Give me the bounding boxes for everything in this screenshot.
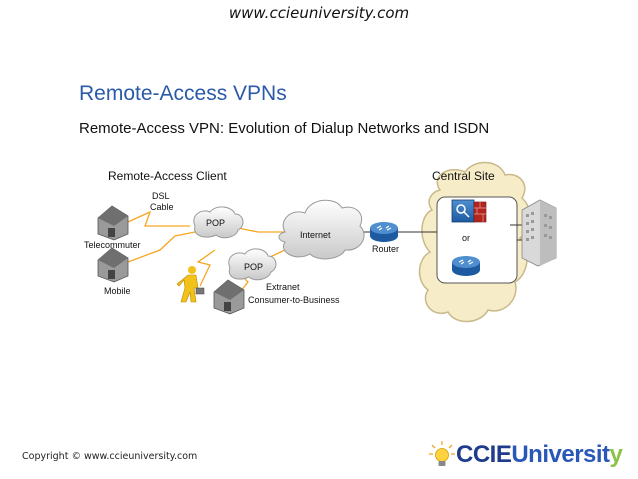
extranet-house-icon: [213, 279, 245, 315]
link-telecommuter-pop: [127, 210, 190, 227]
header-url: www.ccieuniversity.com: [228, 4, 410, 22]
link-mobile-pop: [127, 231, 196, 263]
logo-text-ccie: CCIE: [456, 441, 512, 468]
logo-text-y: y: [609, 441, 623, 468]
lightbulb-icon: [429, 441, 455, 466]
cable-label: Cable: [150, 202, 174, 212]
firewall-icon: [451, 199, 487, 223]
router-icon: [370, 222, 398, 242]
link-mobile-user: [196, 249, 216, 287]
link-pop-internet: [237, 227, 285, 233]
slide-subtitle: Remote-Access VPN: Evolution of Dialup N…: [79, 120, 490, 137]
pop-bottom-label: POP: [244, 262, 263, 272]
central-site-label: Central Site: [432, 169, 495, 183]
vpn-diagram: Remote-Access Client Central Site DSL Ca…: [84, 161, 557, 323]
internet-cloud: [278, 199, 365, 260]
mobile-label: Mobile: [104, 286, 131, 296]
logo-text-university: Universit: [511, 441, 610, 468]
central-site-cloud: [418, 161, 531, 323]
internet-label: Internet: [300, 230, 331, 240]
ccie-university-logo: CCIEUniversity: [428, 440, 623, 470]
extranet-label: Extranet: [266, 282, 300, 292]
router-label: Router: [372, 244, 399, 254]
copyright-text: Copyright © www.ccieuniversity.com: [22, 451, 198, 462]
pop-cloud-bottom: [228, 248, 277, 281]
vpn-concentrator-icon: [452, 256, 480, 276]
mobile-user-icon: [176, 266, 205, 303]
or-label: or: [462, 233, 470, 243]
dsl-label: DSL: [152, 191, 170, 201]
consumer-label: Consumer-to-Business: [248, 295, 340, 305]
mobile-house-icon: [97, 247, 129, 283]
pop-cloud-top: [193, 206, 244, 239]
telecommuter-label: Telecommuter: [84, 240, 141, 250]
remote-client-label: Remote-Access Client: [108, 169, 227, 183]
pop-top-label: POP: [206, 218, 225, 228]
building-icon: [521, 199, 557, 267]
slide-title: Remote-Access VPNs: [79, 82, 287, 105]
telecommuter-house-icon: [97, 205, 129, 241]
